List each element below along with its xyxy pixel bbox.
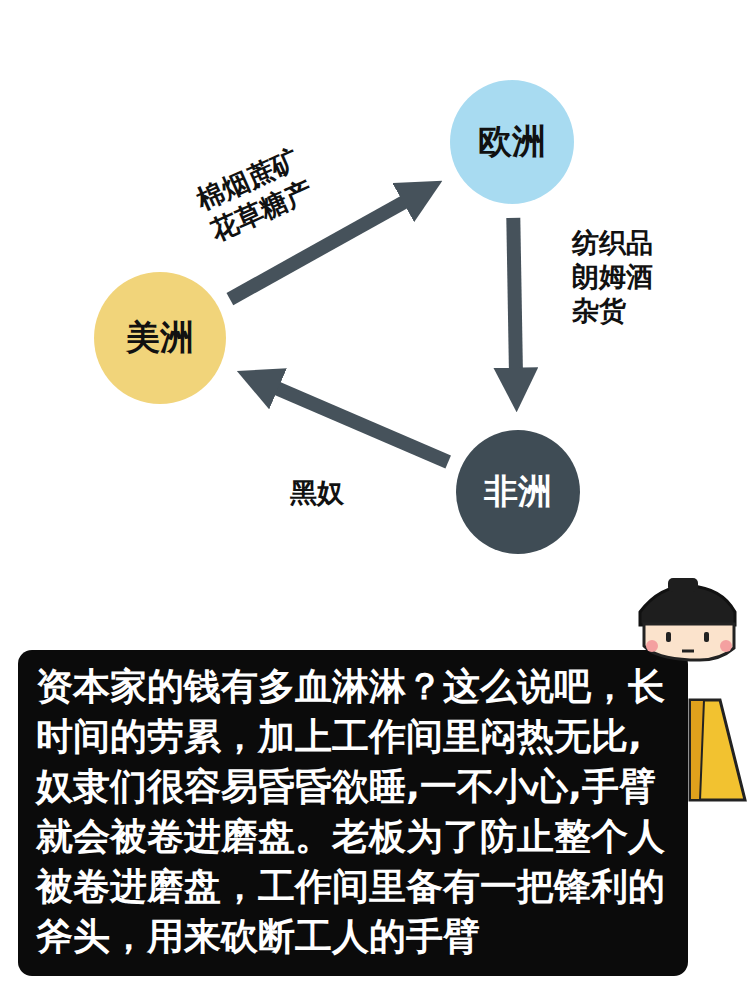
cargo-label: 纺织品 朗姆酒 杂货 xyxy=(572,226,664,327)
region-name: 非洲 xyxy=(484,469,552,515)
cargo-label: 棉烟蔗矿 花草糖产 xyxy=(192,136,333,248)
region-name: 欧洲 xyxy=(478,119,546,165)
trade-arrow xyxy=(513,218,516,372)
panel-text: 资本家的钱有多血淋淋？这么说吧，长时间的劳累，加上工作间里闷热无比,奴隶们很容易… xyxy=(36,662,672,962)
region-circle: 非洲 xyxy=(456,430,580,554)
circle-fill xyxy=(450,80,574,204)
region-circle: 欧洲 xyxy=(450,80,574,204)
trade-arrow xyxy=(274,387,448,462)
circle-fill xyxy=(456,430,580,554)
text-panel: 资本家的钱有多血淋淋？这么说吧，长时间的劳累，加上工作间里闷热无比,奴隶们很容易… xyxy=(18,650,688,976)
cargo-label: 黑奴 xyxy=(290,476,371,510)
region-name: 美洲 xyxy=(126,315,194,361)
region-circle: 美洲 xyxy=(94,272,226,404)
circle-fill xyxy=(94,272,226,404)
